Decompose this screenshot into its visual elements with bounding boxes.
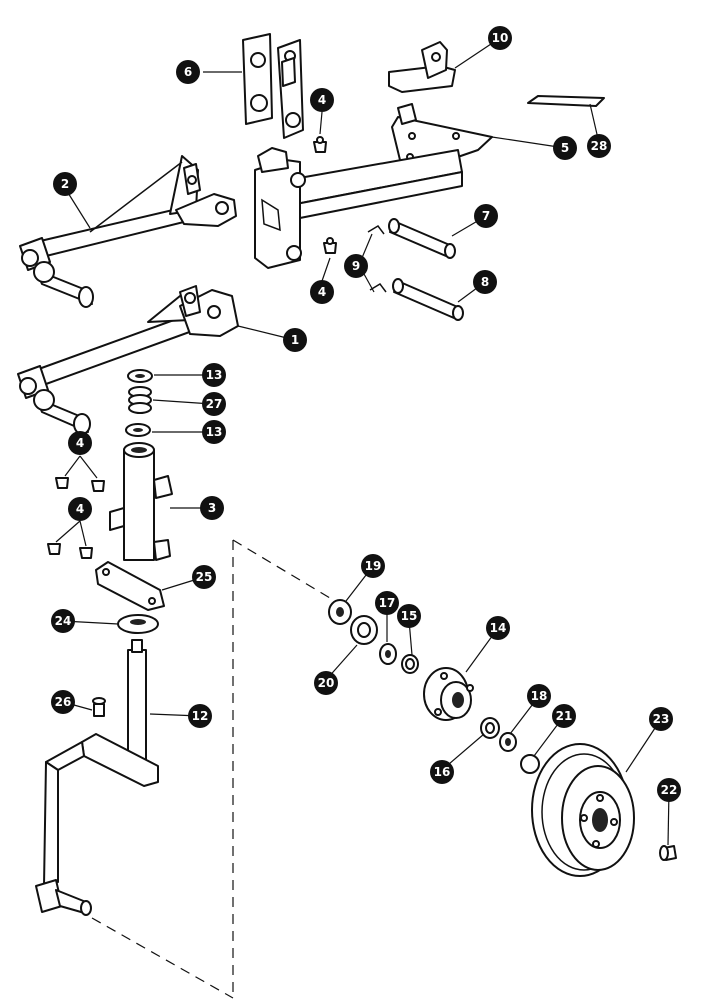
callout-label-19: 19 [365, 559, 382, 573]
part-4-fittings-left [47, 477, 105, 559]
callout-2: 2 [53, 172, 77, 196]
callout-label-18: 18 [531, 689, 548, 703]
callout-20: 20 [314, 671, 338, 695]
callout-label-22: 22 [661, 783, 678, 797]
callout-label-23: 23 [653, 712, 670, 726]
part-13-washer-bottom [125, 423, 151, 437]
callout-28: 28 [587, 134, 611, 158]
callout-label-10: 10 [492, 31, 509, 45]
callout-label-3: 3 [208, 501, 216, 515]
part-19-bearing [328, 599, 352, 625]
part-7-pin [388, 218, 456, 259]
callout-17: 17 [375, 591, 399, 615]
part-16-cup [480, 717, 500, 739]
part-22-wheel-bolt [659, 845, 677, 861]
part-14-hub [423, 667, 474, 721]
part-5-main-beam [254, 103, 493, 269]
part-12-spindle [35, 639, 159, 916]
part-28-plate [527, 95, 605, 107]
callout-label-13a: 13 [206, 368, 223, 382]
callout-label-21: 21 [556, 709, 573, 723]
callout-label-25: 25 [196, 570, 213, 584]
callout-18: 18 [527, 684, 551, 708]
callout-27: 27 [202, 392, 226, 416]
callout-5: 5 [553, 136, 577, 160]
callout-3: 3 [200, 496, 224, 520]
callout-23: 23 [649, 707, 673, 731]
part-2-upper-arm [19, 155, 237, 308]
callout-label-26: 26 [55, 695, 72, 709]
callout-label-1: 1 [291, 333, 299, 347]
callout-19: 19 [361, 554, 385, 578]
callout-4b: 4 [310, 280, 334, 304]
part-25-plate [95, 561, 165, 611]
callout-16: 16 [430, 760, 454, 784]
callout-label-15: 15 [401, 609, 418, 623]
part-9-clips [367, 225, 387, 293]
callout-label-4d: 4 [76, 502, 84, 516]
part-26-bolt [92, 697, 106, 717]
callout-1: 1 [283, 328, 307, 352]
callout-label-13b: 13 [206, 425, 223, 439]
part-13-washer-top [127, 369, 153, 383]
callout-10: 10 [488, 26, 512, 50]
callout-label-8: 8 [481, 275, 489, 289]
part-21-cap [520, 754, 540, 774]
callout-25: 25 [192, 565, 216, 589]
callout-label-4b: 4 [318, 285, 326, 299]
part-1-lower-arm [17, 285, 239, 435]
callout-26: 26 [51, 690, 75, 714]
callout-label-4a: 4 [318, 93, 326, 107]
callout-13b: 13 [202, 420, 226, 444]
callout-label-4c: 4 [76, 436, 84, 450]
part-4-fitting-top [313, 136, 327, 153]
part-24-collar [117, 614, 159, 634]
callout-7: 7 [474, 204, 498, 228]
callout-15: 15 [397, 604, 421, 628]
part-27-spring [128, 386, 152, 414]
callout-12: 12 [188, 704, 212, 728]
callout-9: 9 [344, 254, 368, 278]
part-6-bracket [242, 33, 304, 139]
part-8-pin [392, 278, 464, 321]
callout-label-2: 2 [61, 177, 69, 191]
callout-4a: 4 [310, 88, 334, 112]
callout-24: 24 [51, 609, 75, 633]
part-23-wheel-rim [531, 743, 635, 877]
callout-21: 21 [552, 704, 576, 728]
part-20-seal [350, 615, 378, 645]
callout-label-27: 27 [206, 397, 223, 411]
callout-label-9: 9 [352, 259, 360, 273]
callout-label-24: 24 [55, 614, 72, 628]
part-17-bearing-cone [379, 643, 397, 665]
callout-6: 6 [176, 60, 200, 84]
part-10-bracket [388, 41, 456, 93]
callout-label-6: 6 [184, 65, 192, 79]
dashed-assembly-outline [91, 539, 331, 999]
callout-label-14: 14 [490, 621, 507, 635]
callout-8: 8 [473, 270, 497, 294]
callout-14: 14 [486, 616, 510, 640]
part-15-cup [401, 654, 419, 674]
callouts: 1 2 3 4 4 4 4 5 6 7 8 9 10 12 13 13 14 1… [51, 26, 681, 802]
part-3-tube [109, 442, 173, 561]
callout-22: 22 [657, 778, 681, 802]
callout-label-16: 16 [434, 765, 451, 779]
callout-label-5: 5 [561, 141, 569, 155]
callout-label-7: 7 [482, 209, 490, 223]
callout-13a: 13 [202, 363, 226, 387]
part-4-fitting-mid [323, 237, 337, 254]
callout-4c: 4 [68, 431, 92, 455]
callout-label-28: 28 [591, 139, 608, 153]
callout-label-12: 12 [192, 709, 209, 723]
callout-4d: 4 [68, 497, 92, 521]
callout-label-20: 20 [318, 676, 335, 690]
part-18-bearing-cone [499, 732, 517, 752]
leader-lines [55, 37, 670, 846]
callout-label-17: 17 [379, 596, 396, 610]
